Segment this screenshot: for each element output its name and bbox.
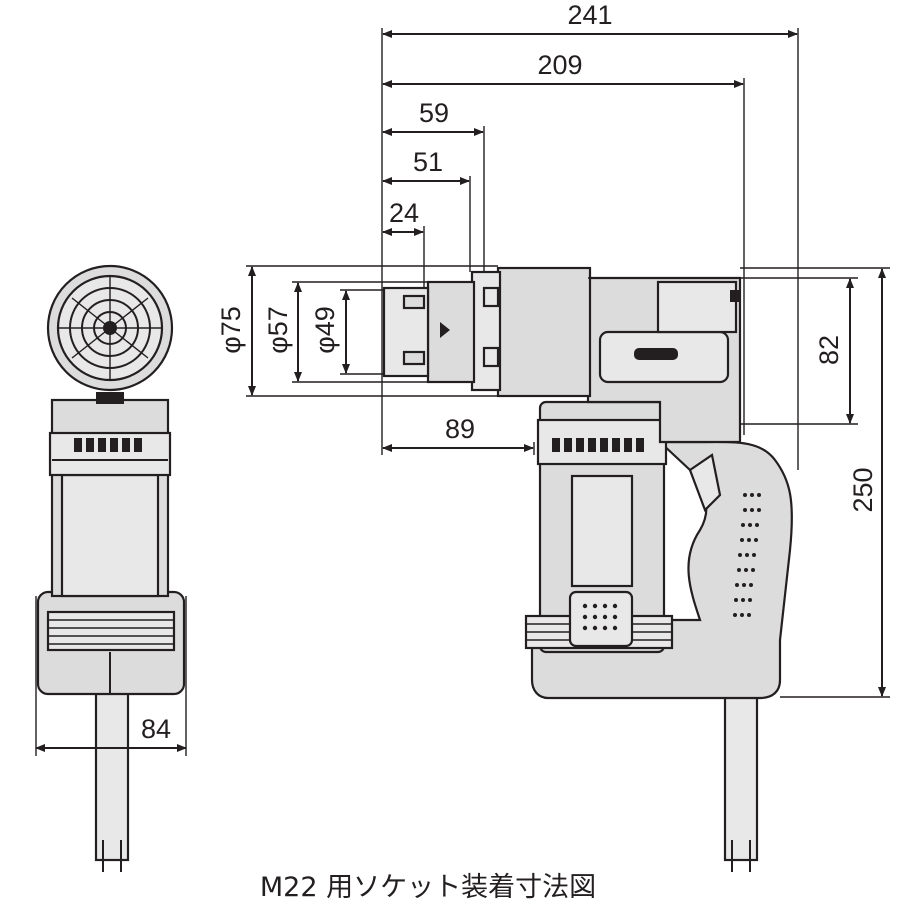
dim-241: 241 (567, 0, 612, 30)
dim-24: 24 (389, 198, 419, 228)
side-socket (426, 280, 476, 384)
dim-84: 84 (141, 714, 171, 744)
dim-89: 89 (445, 414, 475, 444)
side-collar (496, 266, 592, 398)
dim-phi49: φ49 (310, 306, 340, 354)
dim-59: 59 (419, 98, 449, 128)
side-view (382, 266, 793, 872)
front-view (36, 264, 186, 872)
figure-caption: M22 用ソケット装着寸法図 (260, 872, 596, 903)
dim-250: 250 (848, 467, 878, 512)
dim-82: 82 (814, 335, 844, 365)
dim-209: 209 (537, 50, 582, 80)
dim-phi57: φ57 (263, 306, 293, 354)
dimension-labels: 241 209 59 51 24 89 84 φ75 φ57 φ49 82 25… (141, 0, 878, 744)
dim-phi75: φ75 (216, 306, 246, 354)
dim-51: 51 (413, 147, 443, 177)
dimension-lines (35, 28, 890, 756)
side-cord (723, 688, 759, 862)
front-cord (94, 688, 130, 862)
